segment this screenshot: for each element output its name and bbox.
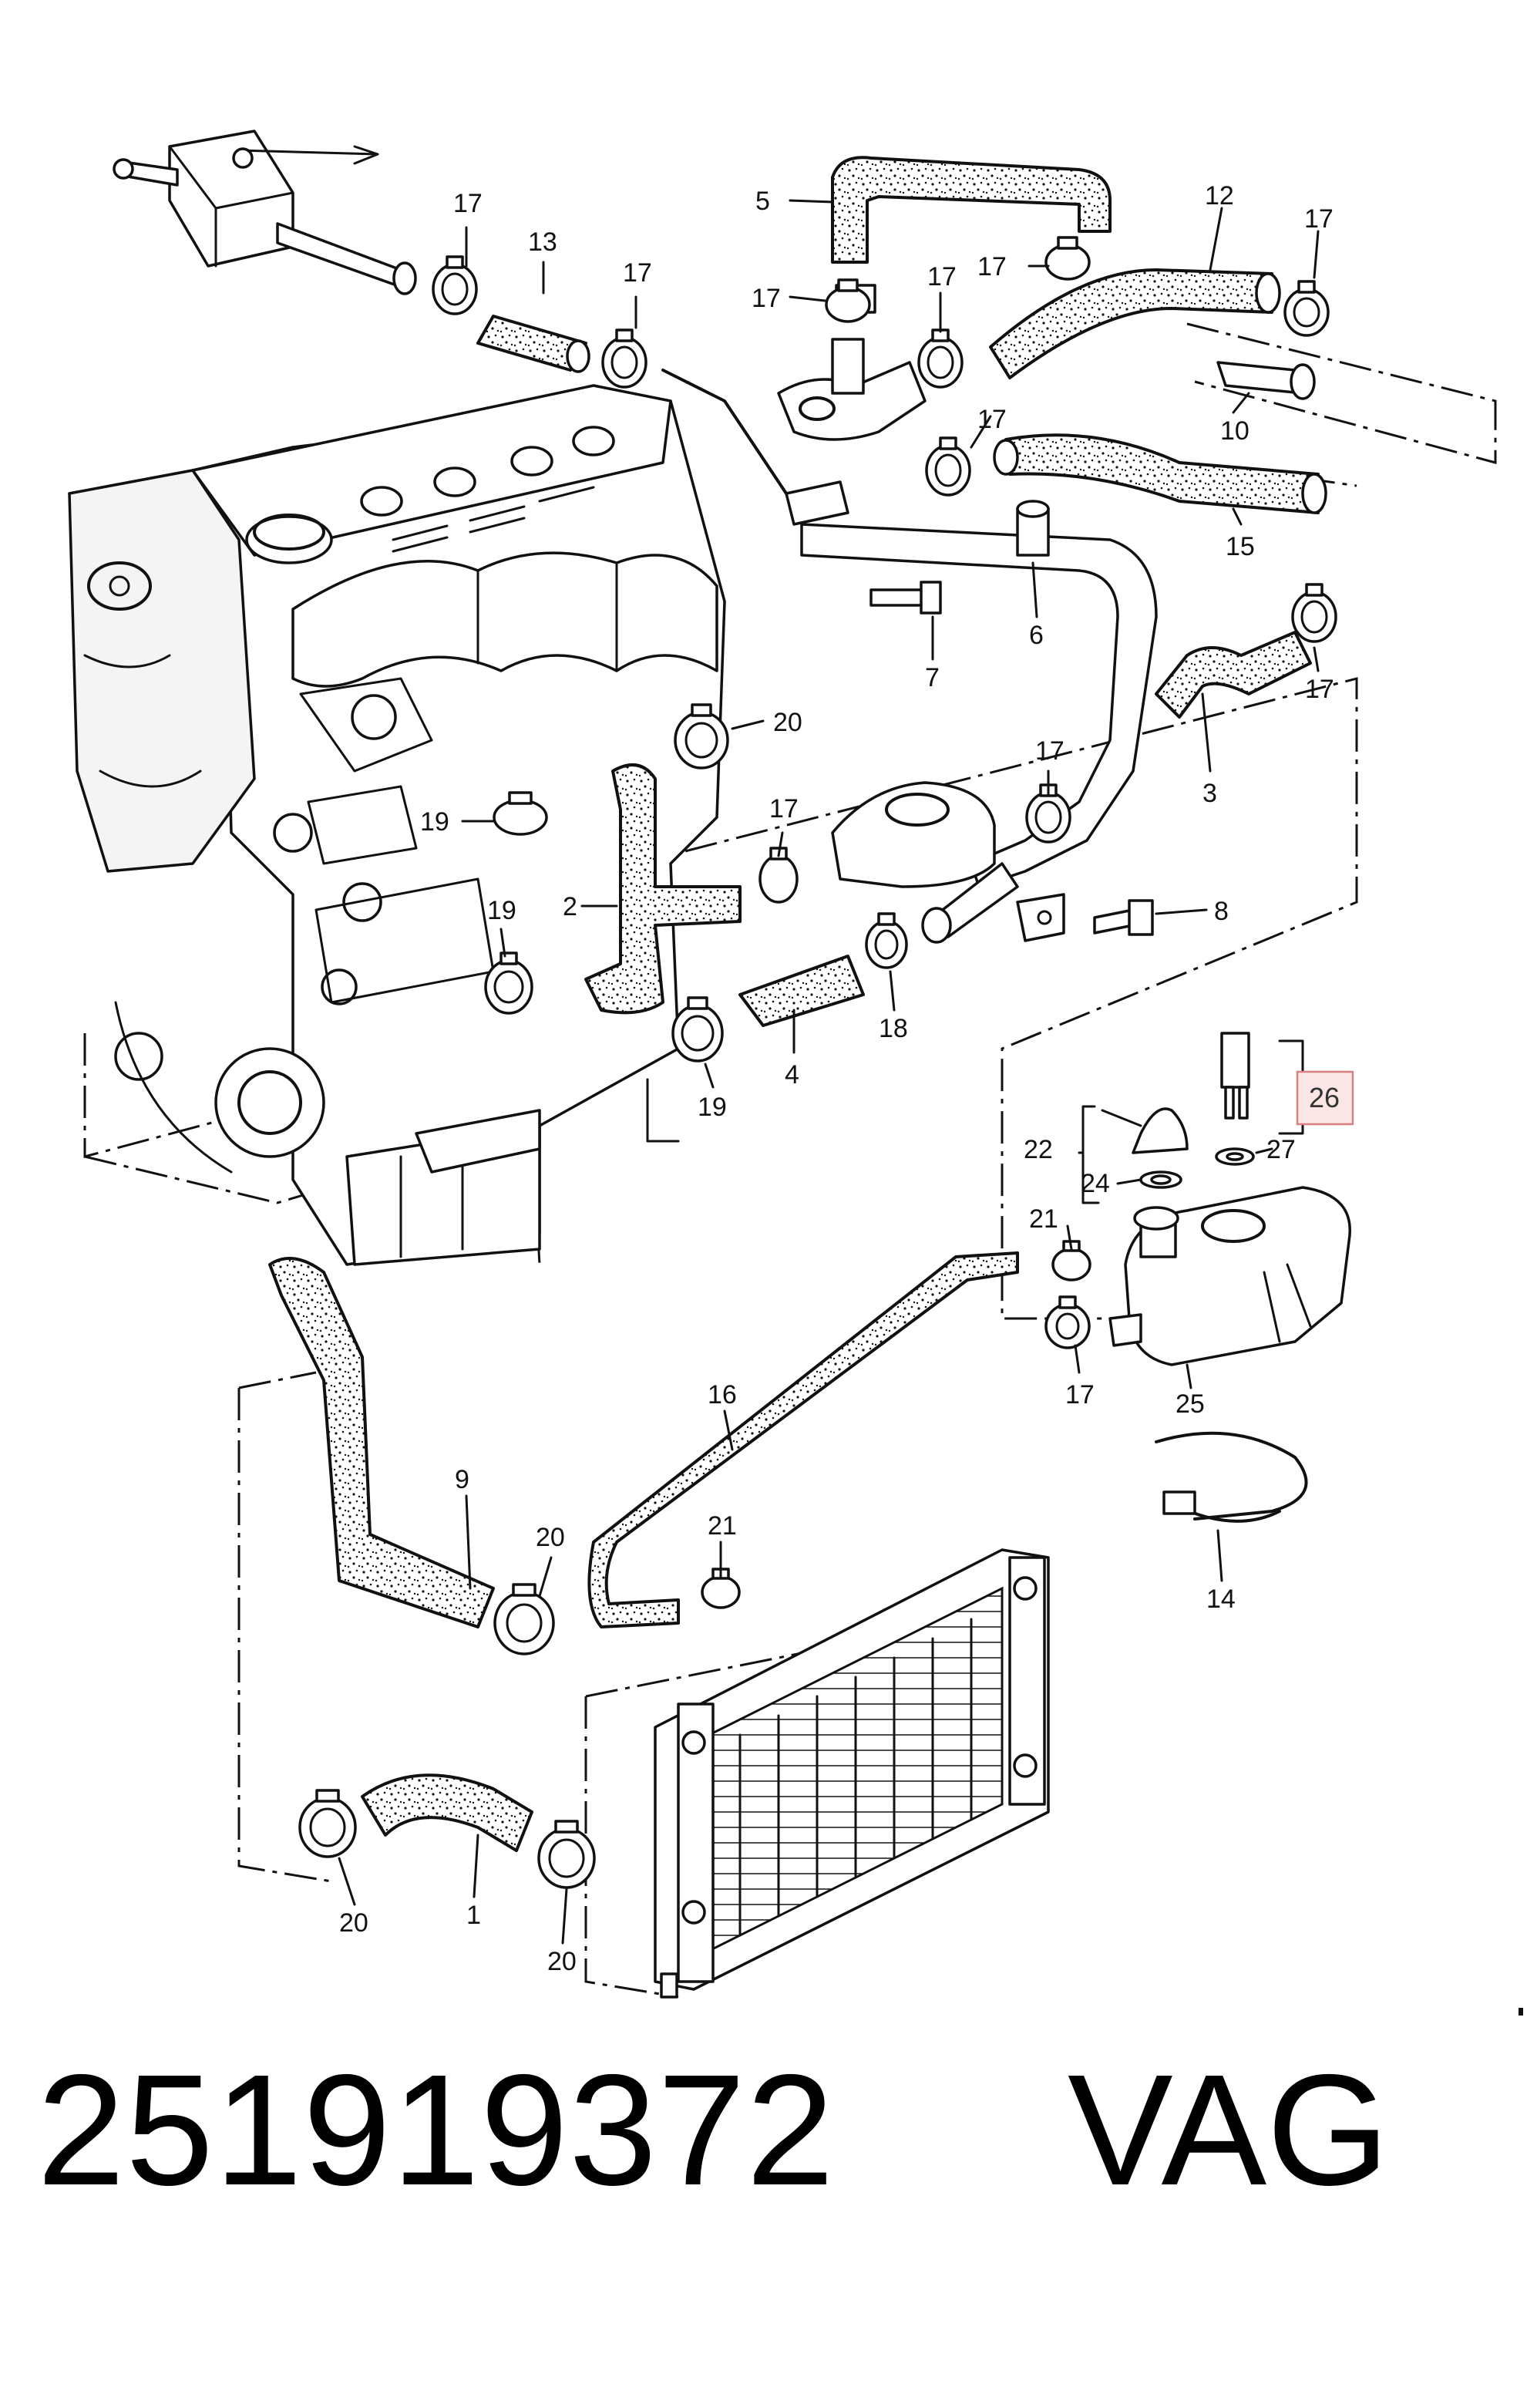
callout-17: 17 [1065, 1380, 1095, 1409]
callout-15: 15 [1226, 532, 1255, 561]
callout-14: 14 [1206, 1585, 1236, 1614]
exploded-parts-diagram: 17 13 17 5 17 17 17 12 17 10 17 15 7 6 1… [68, 130, 1497, 1999]
callout-20: 20 [536, 1523, 565, 1552]
callout-20: 20 [339, 1908, 368, 1938]
callout-21: 21 [1029, 1204, 1058, 1234]
callout-6: 6 [1029, 621, 1044, 650]
callout-16: 16 [708, 1380, 737, 1409]
callout-17: 17 [769, 794, 799, 823]
callout-17: 17 [1305, 675, 1334, 704]
hose-clamps [298, 236, 1337, 1889]
callout-26-highlight [1296, 1070, 1354, 1126]
callout-20: 20 [547, 1947, 577, 1976]
callout-9: 9 [455, 1465, 469, 1494]
callout-25: 25 [1176, 1389, 1205, 1419]
part-number: 251919372 [37, 2042, 836, 2218]
callout-17: 17 [977, 252, 1007, 281]
hose-3 [1155, 631, 1312, 719]
hose-15 [1004, 433, 1320, 514]
upper-heater-valve [113, 130, 417, 295]
callout-24: 24 [1081, 1169, 1110, 1198]
hose-13 [476, 315, 587, 372]
callout-10: 10 [1220, 416, 1250, 446]
callout-20: 20 [773, 708, 802, 737]
callout-22: 22 [1024, 1135, 1053, 1164]
callout-2: 2 [563, 892, 577, 921]
cap-and-sender [1132, 1032, 1255, 1189]
callout-13: 13 [528, 227, 557, 257]
oil-cooler [831, 781, 1019, 944]
callout-21: 21 [708, 1511, 737, 1541]
callout-17: 17 [623, 258, 652, 288]
radiator [654, 1548, 1050, 1999]
callout-19: 19 [420, 807, 449, 837]
connector-10 [1216, 361, 1316, 400]
expansion-tank [1108, 1186, 1351, 1366]
band-clamp-14 [1155, 1431, 1308, 1523]
leader-lines [338, 199, 1320, 1945]
callout-26: 26 [1309, 1082, 1340, 1113]
callout-19: 19 [698, 1093, 727, 1122]
hoses [268, 156, 1327, 1852]
callout-3: 3 [1202, 779, 1217, 808]
callout-1: 1 [466, 1901, 481, 1930]
callout-17: 17 [752, 284, 781, 313]
callout-17: 17 [977, 405, 1007, 434]
stray-mark [1519, 2008, 1523, 2016]
brand-name: VAG [1068, 2042, 1390, 2218]
callout-27: 27 [1266, 1135, 1296, 1164]
thermostat-housing [777, 284, 927, 441]
hose-1 [361, 1773, 533, 1852]
callout-4: 4 [785, 1060, 799, 1089]
hose-16 [587, 1251, 1019, 1628]
callout-labels: 17 13 17 5 17 17 17 12 17 10 17 15 7 6 1… [339, 181, 1354, 1976]
callout-5: 5 [755, 187, 770, 216]
hose-4 [738, 955, 865, 1027]
hose-5 [831, 156, 1112, 264]
engine-block [68, 384, 726, 1266]
callout-18: 18 [879, 1014, 908, 1043]
bolts [869, 581, 1154, 936]
callout-17: 17 [453, 189, 483, 218]
hose-12 [989, 268, 1273, 379]
hose-9 [268, 1257, 495, 1628]
callout-12: 12 [1205, 181, 1234, 210]
callout-17: 17 [1304, 204, 1334, 234]
callout-17: 17 [1035, 736, 1065, 766]
callout-7: 7 [925, 663, 940, 692]
callout-19: 19 [487, 896, 516, 925]
hose-2 [584, 763, 742, 1015]
callout-8: 8 [1214, 897, 1229, 926]
callout-17: 17 [927, 262, 957, 291]
